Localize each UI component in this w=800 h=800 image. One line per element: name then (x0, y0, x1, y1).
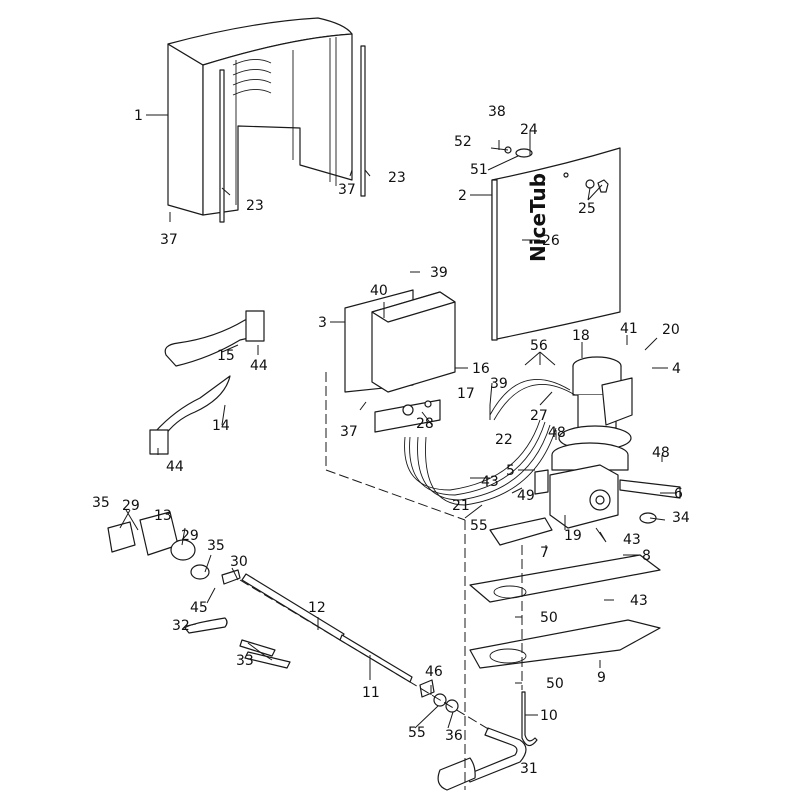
callout-20: 20 (662, 322, 680, 338)
control-box-part (344, 289, 456, 433)
callout-23a: 23 (246, 198, 264, 214)
callout-16: 16 (472, 361, 490, 377)
brand-logo-text: NiceTub (526, 173, 550, 262)
callout-43b: 43 (623, 532, 641, 548)
leader-lines (119, 114, 675, 729)
callout-45: 45 (190, 600, 208, 616)
callout-38: 38 (488, 104, 506, 120)
callout-32: 32 (172, 618, 190, 634)
release-crank-part (437, 727, 527, 791)
callout-35a: 35 (92, 495, 110, 511)
callout-56: 56 (530, 338, 548, 354)
callout-52: 52 (454, 134, 472, 150)
callout-23b: 23 (388, 170, 406, 186)
callout-9: 9 (597, 670, 606, 686)
callout-8: 8 (642, 548, 651, 564)
callout-55b: 55 (408, 725, 426, 741)
callout-21: 21 (452, 498, 470, 514)
callout-41: 41 (620, 321, 638, 337)
cables-part (404, 378, 576, 506)
gearbox-part (549, 442, 681, 529)
callout-50a: 50 (540, 610, 558, 626)
callout-31: 31 (520, 761, 538, 777)
callout-39b: 39 (490, 376, 508, 392)
callout-5: 5 (506, 463, 515, 479)
callout-7: 7 (540, 545, 549, 561)
callout-49: 49 (517, 488, 535, 504)
callout-51: 51 (470, 162, 488, 178)
callout-33: 33 (236, 653, 254, 669)
anchor-bolt-shape (521, 691, 538, 747)
callout-26: 26 (542, 233, 560, 249)
callout-14: 14 (212, 418, 230, 434)
callout-29a: 29 (122, 498, 140, 514)
motor-part (558, 356, 633, 451)
callout-22: 22 (495, 432, 513, 448)
callout-37b: 37 (338, 182, 356, 198)
callout-44b: 44 (166, 459, 184, 475)
callout-48a: 48 (548, 425, 566, 441)
callout-35b: 35 (207, 538, 225, 554)
callout-43a: 43 (481, 474, 499, 490)
callout-17: 17 (457, 386, 475, 402)
callout-12: 12 (308, 600, 326, 616)
callout-55a: 55 (470, 518, 488, 534)
shaft-assembly-part (107, 511, 459, 713)
callout-25: 25 (578, 201, 596, 217)
lever-arms-part (149, 310, 265, 455)
callout-46: 46 (425, 664, 443, 680)
callout-labels: 1 2 3 4 5 6 7 8 9 10 11 12 13 14 15 16 1… (92, 104, 690, 777)
callout-29b: 29 (181, 528, 199, 544)
plates-part (469, 469, 661, 669)
cover-part (167, 17, 366, 223)
callout-3: 3 (318, 315, 327, 331)
callout-6: 6 (674, 486, 683, 502)
callout-40: 40 (370, 283, 388, 299)
callout-4: 4 (672, 361, 681, 377)
callout-2: 2 (458, 188, 467, 204)
door-panel-part: NiceTub (491, 146, 621, 341)
callout-18: 18 (572, 328, 590, 344)
callout-37a: 37 (160, 232, 178, 248)
callout-1: 1 (134, 108, 143, 124)
callout-34: 34 (672, 510, 690, 526)
callout-15: 15 (217, 348, 235, 364)
callout-10: 10 (540, 708, 558, 724)
callout-43c: 43 (630, 593, 648, 609)
callout-39a: 39 (430, 265, 448, 281)
callout-13: 13 (154, 508, 172, 524)
callout-37c: 37 (340, 424, 358, 440)
callout-50b: 50 (546, 676, 564, 692)
assembly-lines (239, 372, 523, 790)
callout-30: 30 (230, 554, 248, 570)
callout-28: 28 (416, 416, 434, 432)
callout-19: 19 (564, 528, 582, 544)
callout-27: 27 (530, 408, 548, 424)
callout-48b: 48 (652, 445, 670, 461)
callout-44a: 44 (250, 358, 268, 374)
callout-36: 36 (445, 728, 463, 744)
callout-24: 24 (520, 122, 538, 138)
callout-11: 11 (362, 685, 380, 701)
